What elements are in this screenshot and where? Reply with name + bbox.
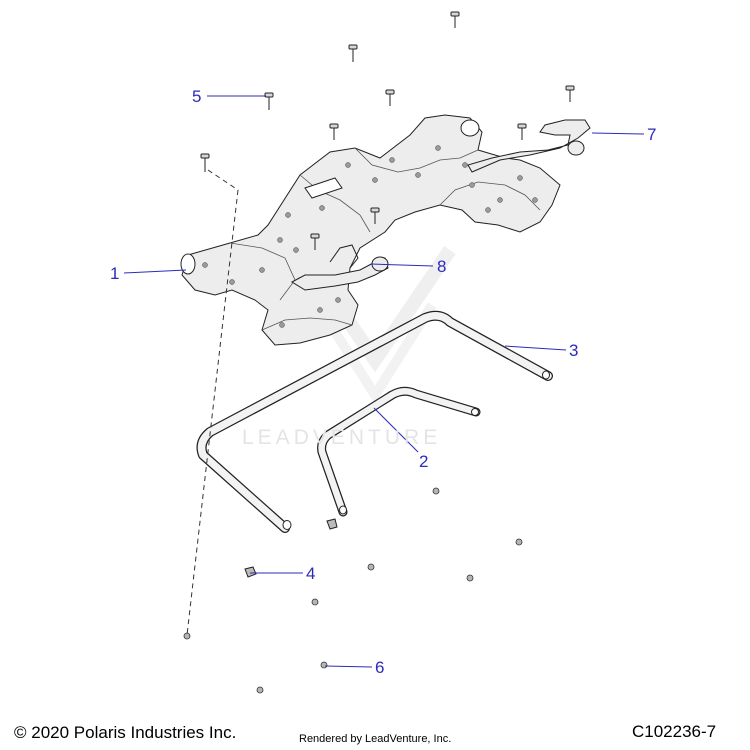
copyright-text: © 2020 Polaris Industries Inc. — [14, 723, 237, 742]
callout-6[interactable]: 6 — [375, 658, 385, 677]
screws-part-5[interactable] — [200, 11, 575, 250]
tube-part-3[interactable] — [196, 310, 553, 533]
bracket-tube-part-7[interactable] — [467, 119, 591, 173]
nuts-part-6[interactable] — [183, 487, 523, 694]
assembly-dash-line — [186, 169, 239, 636]
callout-1[interactable]: 1 — [110, 264, 120, 283]
clips-part-4[interactable] — [244, 518, 338, 578]
watermark-text: LEADVENTURE — [242, 426, 442, 449]
diagram-code: C102236-7 — [632, 722, 717, 741]
rack-body-part-1[interactable] — [180, 114, 561, 346]
callout-2[interactable]: 2 — [419, 452, 429, 471]
callout-3[interactable]: 3 — [569, 341, 579, 360]
callout-4[interactable]: 4 — [306, 564, 316, 583]
callout-7[interactable]: 7 — [647, 125, 657, 144]
tube-part-2[interactable] — [317, 386, 481, 517]
rendered-by-text: Rendered by LeadVenture, Inc. — [299, 733, 452, 745]
callout-5[interactable]: 5 — [192, 87, 202, 106]
callout-8[interactable]: 8 — [437, 257, 447, 276]
bracket-tube-part-8[interactable] — [290, 244, 389, 291]
callout-leaders — [123, 95, 645, 668]
